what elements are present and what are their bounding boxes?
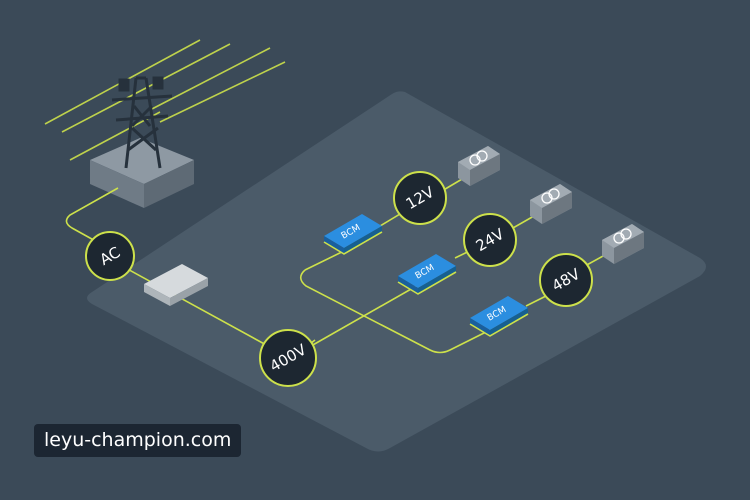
bcm-module: BCM (469, 296, 529, 337)
bus-node: 400V (259, 329, 317, 387)
rectifier-box (144, 264, 208, 306)
ac-node: AC (85, 231, 135, 281)
bcm-module: BCM (397, 254, 457, 295)
load-device-icon (602, 224, 644, 264)
power-tower-icon (111, 76, 173, 169)
tower-base (90, 138, 194, 208)
rail-24v-node: 24V (463, 213, 517, 267)
platform (87, 91, 706, 452)
rail-12v-node: 12V (393, 171, 447, 225)
load-device-icon (530, 184, 572, 224)
power-lines (44, 39, 286, 161)
bcm-module: BCM (323, 214, 383, 255)
watermark: leyu-champion.com (34, 424, 242, 457)
rail-48v-node: 48V (539, 253, 593, 307)
load-device-icon (458, 146, 500, 186)
